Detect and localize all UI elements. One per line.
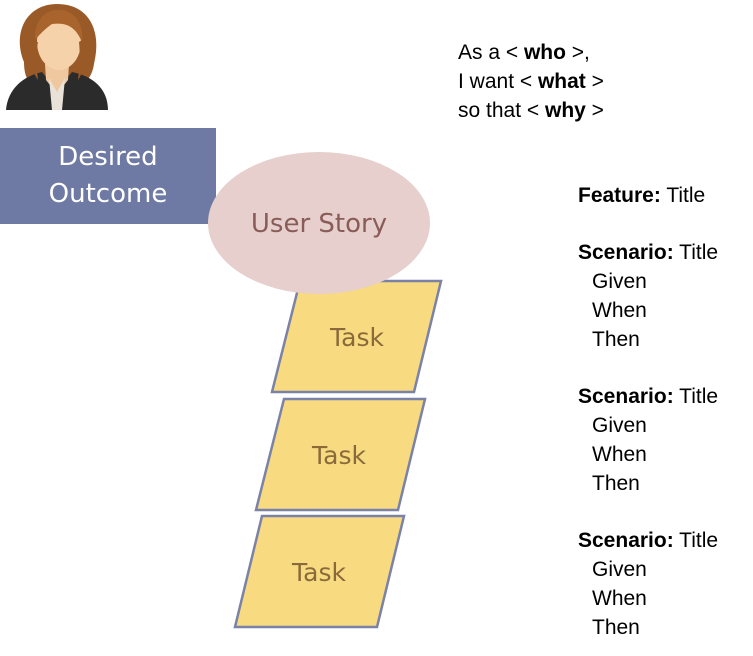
gherkin-spec: Feature: Title Scenario: Title Given Whe… bbox=[578, 181, 753, 642]
woman-avatar-icon bbox=[6, 4, 108, 110]
user-story-template: As a < who >, I want < what > so that < … bbox=[458, 38, 604, 125]
desired-outcome-box: Desired Outcome bbox=[0, 128, 216, 224]
step-then: Then bbox=[592, 472, 640, 495]
task-card: Task bbox=[270, 279, 443, 394]
template-line-what: I want < what > bbox=[458, 70, 604, 93]
step-when: When bbox=[592, 587, 647, 610]
step-given: Given bbox=[592, 270, 647, 293]
task-card: Task bbox=[233, 514, 406, 629]
feature-line: Feature: Title bbox=[578, 184, 706, 207]
task-label: Task bbox=[291, 558, 346, 587]
scenario-line: Scenario: Title bbox=[578, 385, 719, 408]
scenario-line: Scenario: Title bbox=[578, 241, 719, 264]
step-then: Then bbox=[592, 328, 640, 351]
template-line-who: As a < who >, bbox=[458, 41, 590, 64]
template-line-why: so that < why > bbox=[458, 99, 604, 122]
desired-outcome-line2: Outcome bbox=[48, 179, 168, 209]
desired-outcome-line1: Desired bbox=[58, 142, 158, 172]
step-given: Given bbox=[592, 558, 647, 581]
user-story-label: User Story bbox=[250, 209, 388, 239]
task-label: Task bbox=[311, 441, 366, 470]
task-card: Task bbox=[254, 397, 427, 512]
step-then: Then bbox=[592, 616, 640, 639]
step-when: When bbox=[592, 299, 647, 322]
scenario-line: Scenario: Title bbox=[578, 529, 719, 552]
step-given: Given bbox=[592, 414, 647, 437]
task-label: Task bbox=[329, 323, 384, 352]
step-when: When bbox=[592, 443, 647, 466]
user-story-ellipse: User Story bbox=[208, 152, 430, 294]
